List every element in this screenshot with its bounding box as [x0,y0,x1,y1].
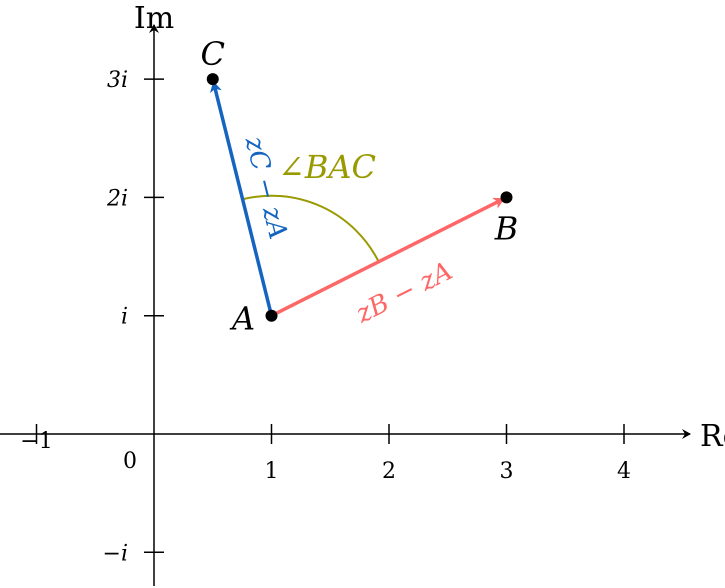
y-tick-label: 3i [107,68,128,93]
x-tick-label: 2 [382,459,396,484]
point-a-label: A [229,300,255,338]
y-tick-label: −i [103,541,128,566]
imaginary-axis-label: Im [134,1,174,36]
angle-arc [242,194,380,263]
x-tick-label: 1 [265,459,279,484]
x-tick-label: 4 [617,459,631,484]
point-a [265,309,278,322]
x-ticks: −1 1 2 3 4 [20,424,631,484]
angle-label: ∠BAC [278,148,376,186]
x-tick-label: 3 [500,459,514,484]
y-ticks: −i i 2i 3i [103,68,164,566]
y-tick-label: 2i [106,186,128,211]
vector-ac [210,81,274,317]
origin-label: 0 [123,449,137,474]
point-b [500,191,513,204]
point-c [206,73,219,86]
y-tick-label: i [121,305,128,330]
point-b-label: B [494,209,519,247]
vector-ab [270,197,505,318]
point-c-label: C [201,35,225,73]
real-axis-label: Re [700,419,725,454]
x-tick-label: −1 [20,429,52,454]
